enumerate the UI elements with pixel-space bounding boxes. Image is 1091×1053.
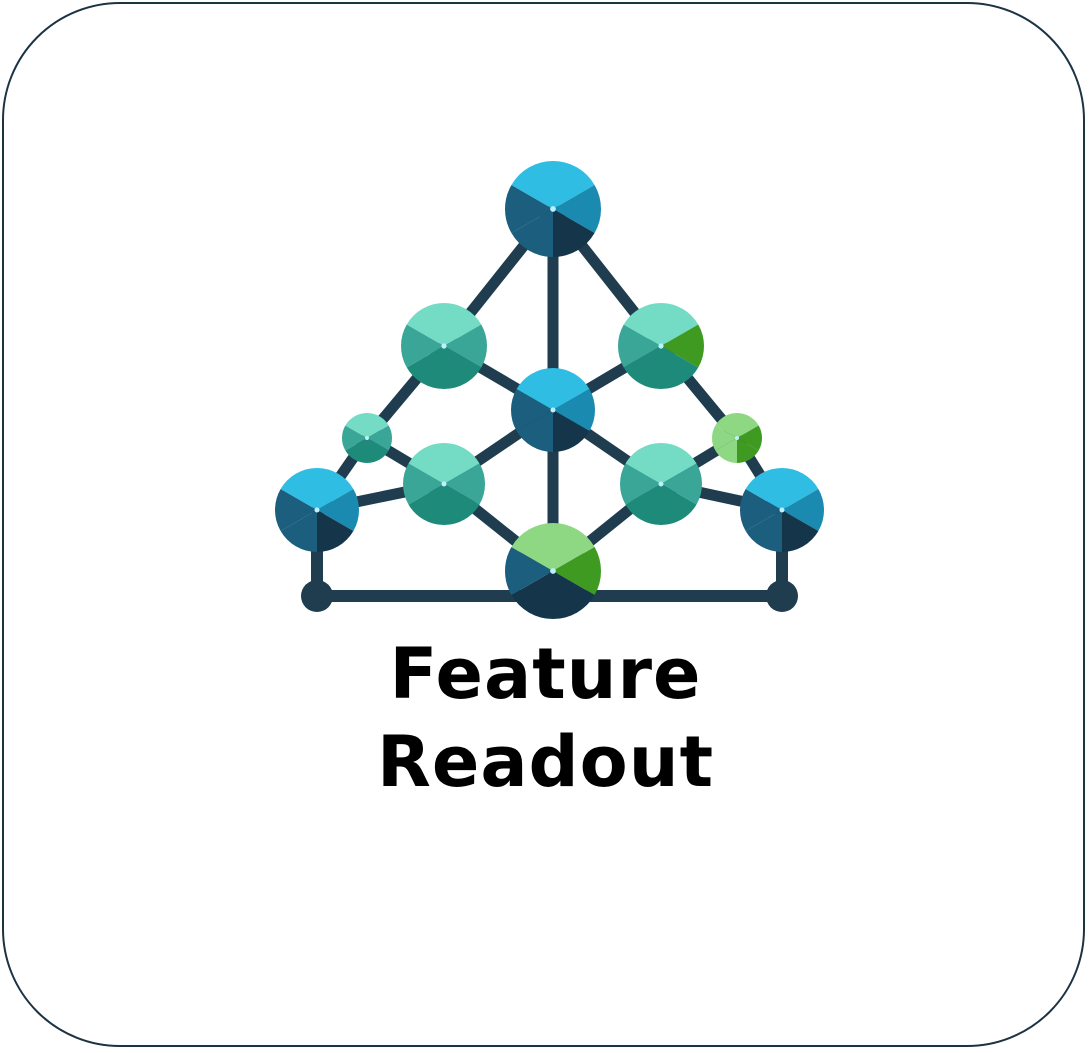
- app-title-line1: Feature: [389, 633, 702, 715]
- app-title-line2: Readout: [376, 721, 715, 803]
- node-facet: [444, 463, 485, 505]
- node-facet: [444, 443, 480, 484]
- node-facet: [511, 523, 553, 571]
- base-anchor: [766, 580, 798, 612]
- node-facet: [516, 410, 553, 452]
- network-node: [511, 368, 595, 452]
- network-node: [711, 413, 762, 463]
- node-facet: [737, 413, 759, 438]
- network-node: [505, 523, 601, 619]
- node-facet: [625, 442, 661, 484]
- node-facet: [661, 443, 697, 484]
- node-facet: [737, 425, 762, 451]
- node-facet: [406, 346, 444, 390]
- node-center-dot: [441, 481, 447, 487]
- node-facet: [505, 547, 553, 595]
- base-anchor: [301, 580, 333, 612]
- node-facet: [623, 303, 661, 346]
- node-facet: [553, 547, 601, 595]
- node-facet: [400, 324, 444, 368]
- node-facet: [661, 346, 699, 389]
- node-facet: [782, 489, 824, 531]
- node-center-dot: [658, 343, 664, 349]
- network-node: [618, 303, 704, 389]
- node-center-dot: [441, 343, 447, 349]
- node-facet: [618, 324, 661, 368]
- node-facet: [345, 413, 367, 438]
- node-facet: [342, 425, 367, 451]
- node-facet: [553, 185, 601, 233]
- node-facet: [280, 510, 317, 552]
- node-facet: [625, 484, 661, 525]
- node-center-dot: [779, 507, 785, 513]
- network-node: [274, 468, 359, 552]
- node-center-dot: [314, 507, 320, 513]
- node-facet: [715, 438, 737, 463]
- node-facet: [402, 463, 444, 505]
- node-facet: [661, 484, 697, 525]
- node-facet: [511, 571, 553, 619]
- node-facet: [553, 389, 595, 431]
- node-facet: [737, 438, 759, 463]
- app-title: Feature Readout: [0, 630, 1091, 806]
- node-center-dot: [658, 481, 664, 487]
- node-facet: [345, 438, 367, 463]
- node-facet: [367, 425, 392, 451]
- node-facet: [317, 468, 354, 510]
- node-facet: [553, 410, 590, 452]
- node-facet: [553, 523, 595, 571]
- node-facet: [553, 368, 590, 410]
- network-nodes: [274, 161, 824, 619]
- node-facet: [745, 510, 782, 552]
- node-facet: [661, 303, 699, 346]
- node-facet: [782, 510, 819, 552]
- node-facet: [280, 468, 317, 510]
- node-facet: [444, 346, 482, 389]
- node-facet: [511, 209, 553, 258]
- node-facet: [505, 185, 553, 233]
- node-facet: [740, 489, 782, 531]
- node-center-dot: [550, 568, 556, 574]
- network-node: [402, 443, 485, 525]
- node-facet: [711, 425, 737, 451]
- node-facet: [444, 324, 488, 368]
- network-node: [620, 442, 702, 525]
- node-facet: [274, 489, 317, 531]
- node-facet: [553, 161, 595, 209]
- node-facet: [408, 484, 444, 525]
- node-facet: [715, 413, 737, 438]
- node-facet: [661, 324, 704, 368]
- node-facet: [553, 571, 595, 619]
- node-facet: [367, 438, 389, 463]
- node-center-dot: [550, 407, 556, 413]
- node-facet: [367, 413, 389, 438]
- node-facet: [406, 303, 444, 346]
- node-facet: [745, 468, 782, 510]
- node-center-dot: [550, 206, 556, 212]
- network-node: [400, 303, 488, 390]
- network-node: [342, 413, 392, 463]
- node-center-dot: [365, 436, 369, 440]
- node-facet: [444, 303, 482, 346]
- node-facet: [516, 368, 553, 410]
- node-facet: [444, 484, 480, 525]
- node-facet: [782, 468, 819, 510]
- network-node: [740, 468, 824, 552]
- network-node: [505, 161, 601, 258]
- node-facet: [661, 463, 702, 505]
- node-facet: [317, 510, 354, 552]
- node-facet: [623, 346, 661, 389]
- node-facet: [511, 161, 553, 209]
- node-facet: [511, 389, 553, 431]
- node-facet: [620, 463, 661, 505]
- node-center-dot: [735, 436, 739, 440]
- node-facet: [317, 489, 359, 531]
- node-facet: [553, 209, 595, 257]
- node-facet: [408, 443, 444, 484]
